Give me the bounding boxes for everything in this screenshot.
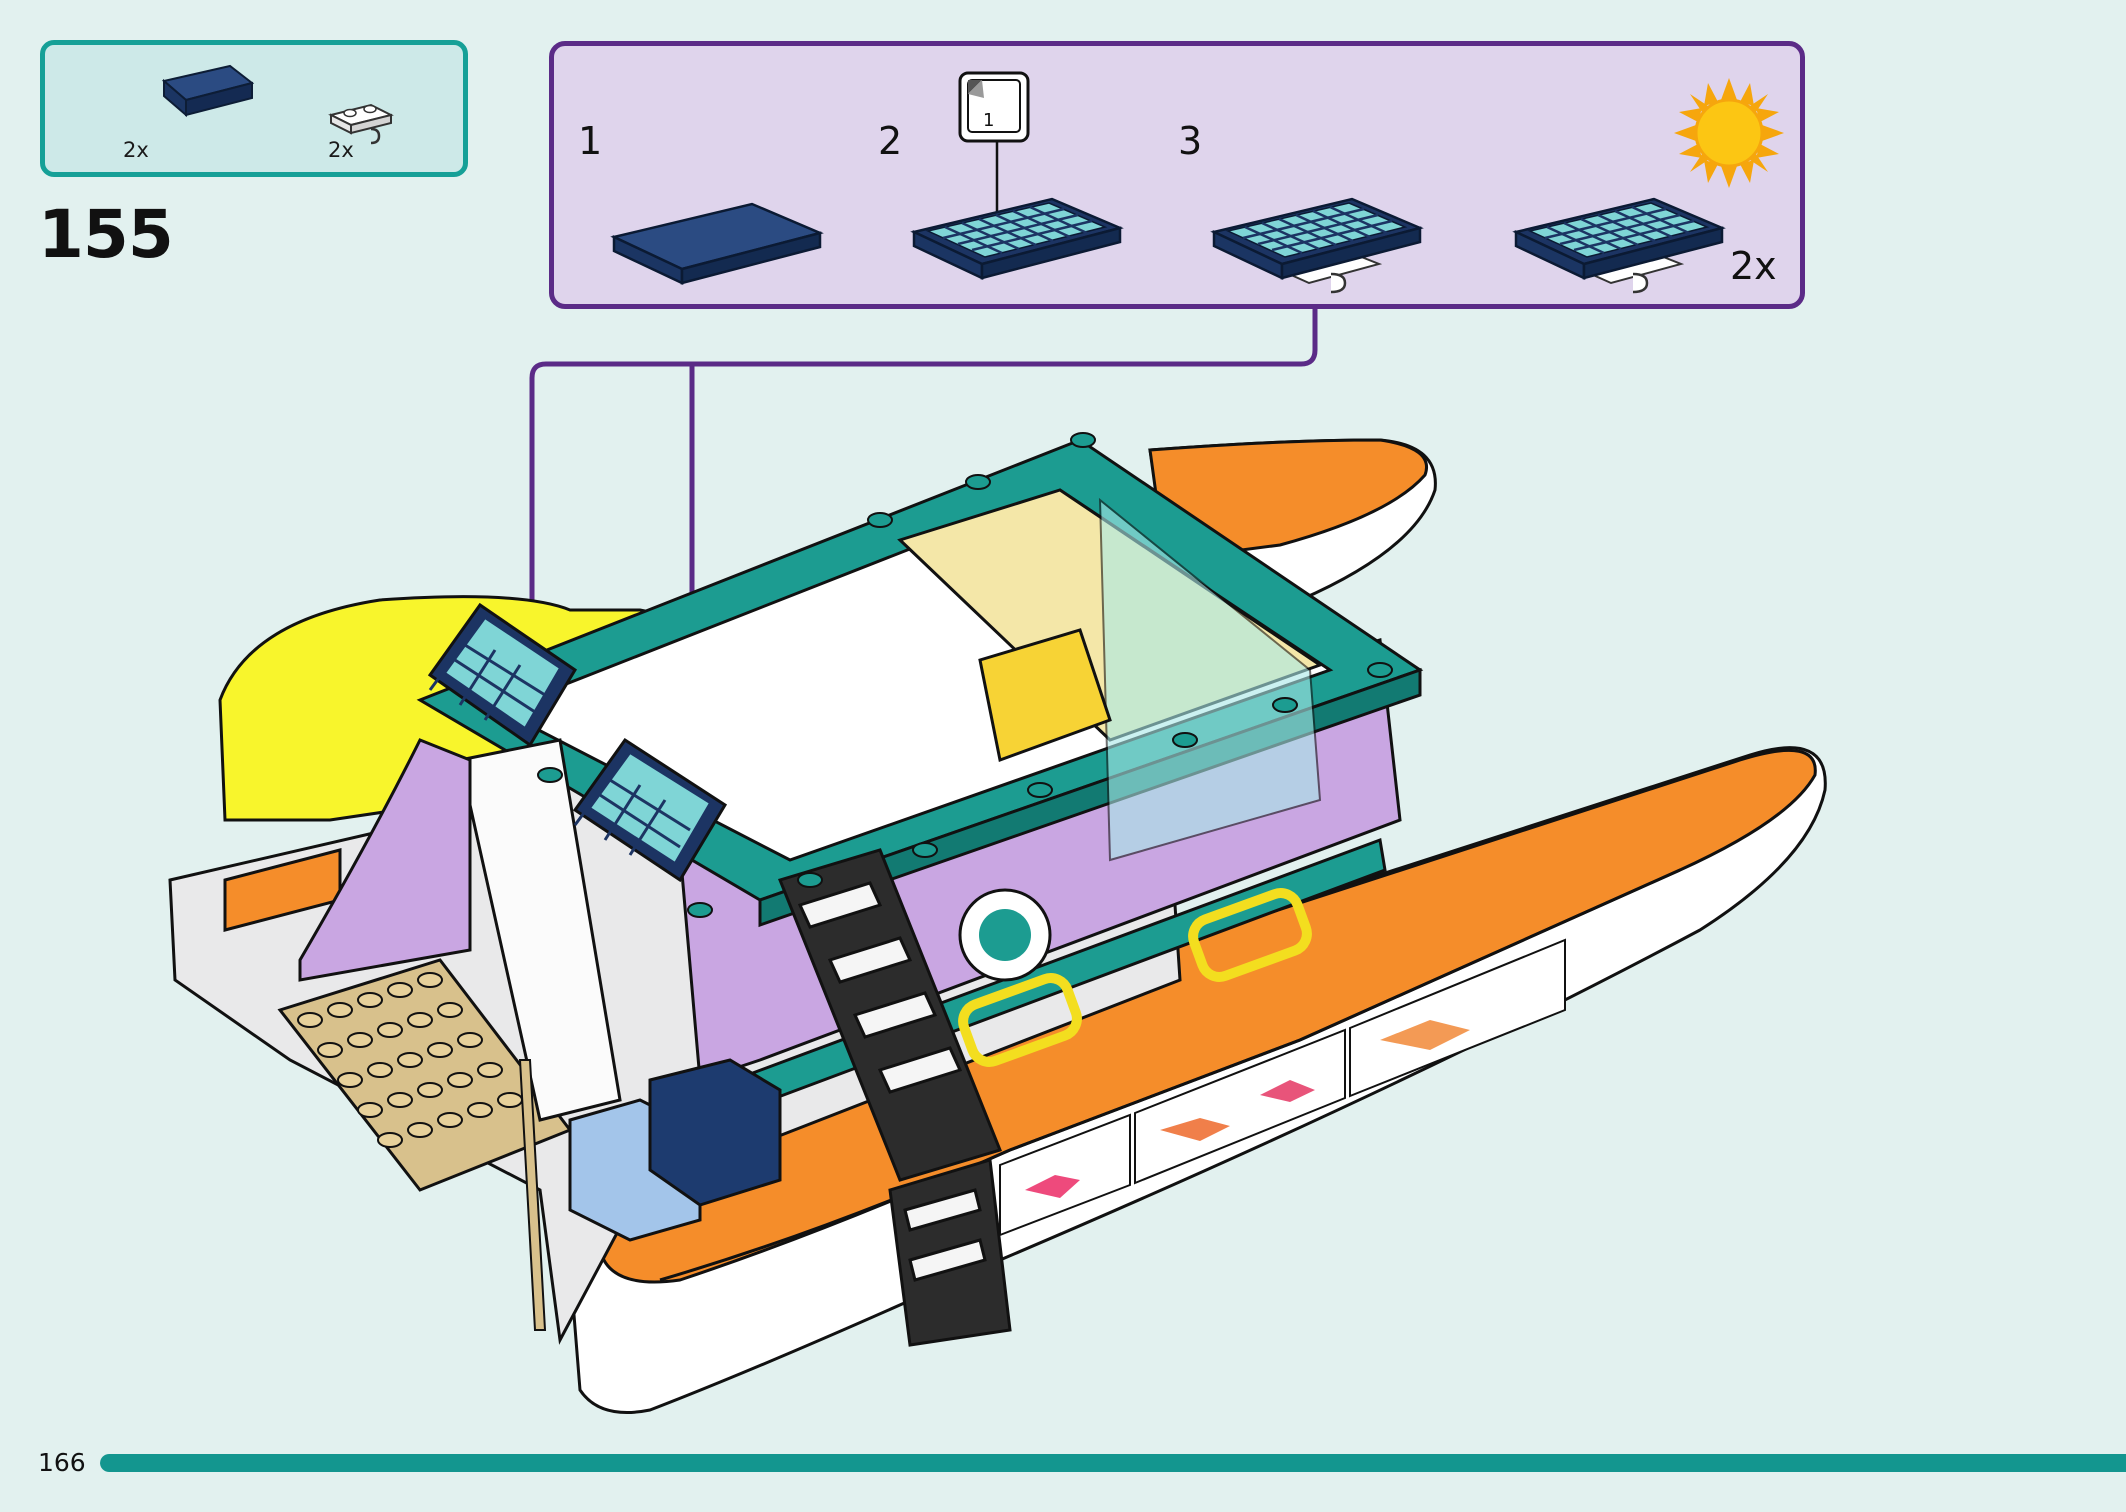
step-number: 155 (38, 196, 174, 273)
submodel-callout-box: 1 2 3 1 (549, 41, 1805, 309)
substep-2-number: 2 (878, 119, 903, 163)
substep-3-number: 3 (1178, 119, 1203, 163)
solar-panel-result-icon (1512, 197, 1726, 294)
submodel-quantity: 2x (1730, 244, 1777, 288)
sticker-number: 1 (983, 110, 995, 131)
tile-quantity: 2x (123, 138, 149, 162)
page-number: 166 (38, 1448, 86, 1477)
progress-bar (100, 1454, 2126, 1472)
tan-pole (518, 1059, 547, 1331)
dark-blue-tile-icon (610, 202, 824, 285)
solar-panel-left (427, 602, 578, 748)
front-pontoon (558, 746, 1827, 1414)
solar-panel-right (572, 737, 728, 883)
yellow-seat (978, 628, 1112, 763)
clip-plate-quantity: 2x (328, 138, 354, 162)
solar-panel-tile-icon (910, 197, 1124, 280)
white-cabin-side (458, 738, 622, 1122)
dark-blue-tile-icon (161, 64, 255, 118)
sun-icon (1674, 78, 1784, 188)
lavender-bulkhead (298, 738, 472, 982)
black-ladder (777, 848, 1012, 1347)
substep-1-number: 1 (578, 119, 603, 163)
yellow-window-frame (1188, 888, 1312, 982)
dark-blue-bin (648, 1058, 782, 1207)
white-clip-plate-icon (328, 103, 394, 145)
parts-list-box: 2x 2x (40, 40, 468, 177)
progress-bar-fill (100, 1454, 2126, 1472)
sticker-label-icon (958, 71, 1030, 143)
solar-panel-with-clip-icon (1210, 197, 1424, 294)
yellow-window-frame (958, 973, 1082, 1067)
teal-frame-studs (537, 432, 1393, 918)
